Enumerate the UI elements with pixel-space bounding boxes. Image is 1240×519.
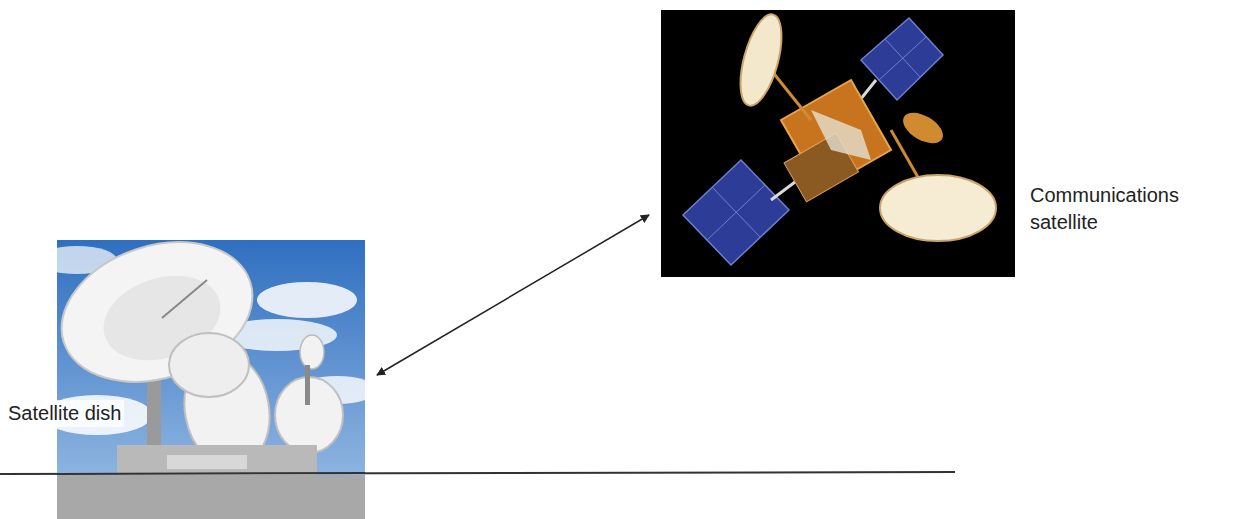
dish-node: Satellite dish	[57, 240, 365, 519]
communications-satellite-photo	[661, 10, 1015, 277]
satellite-dish-photo	[57, 240, 365, 519]
satellite-node: Communications satellite	[661, 10, 1015, 277]
link-arrow	[377, 215, 649, 375]
node-label: Satellite dish	[5, 400, 124, 427]
node-label: Communications satellite	[1030, 182, 1179, 236]
